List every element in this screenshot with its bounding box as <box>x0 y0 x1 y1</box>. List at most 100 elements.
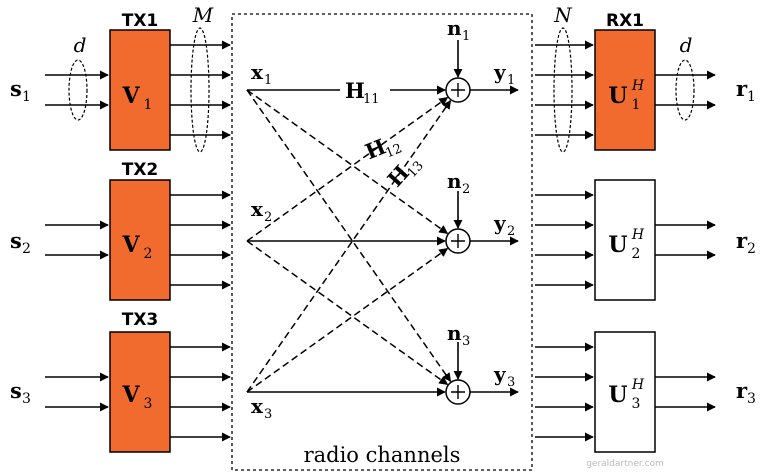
s1-symbol: s <box>10 76 22 101</box>
n3-label: n 3 <box>447 321 470 349</box>
output-r2-label: r 2 <box>736 228 756 257</box>
link-x3-y2 <box>246 247 449 393</box>
rx1-decoder-subscript: 1 <box>632 97 641 113</box>
adder-3-plus-icon <box>451 385 465 399</box>
x3-subscript: 3 <box>264 407 272 422</box>
x1-symbol: x <box>251 60 264 84</box>
rx2-decoder-box <box>594 179 656 301</box>
rx-antenna-bundle-ellipse <box>553 27 573 153</box>
r1-symbol: r <box>736 76 748 101</box>
n2-subscript: 2 <box>462 182 470 197</box>
tx1-precoder-box <box>109 29 171 151</box>
watermark: geraldartner.com <box>586 459 664 469</box>
s2-subscript: 2 <box>22 241 31 257</box>
rx2-decoder-subscript: 2 <box>632 246 641 262</box>
rx-antennas-label: N <box>553 3 573 27</box>
y1-subscript: 1 <box>507 73 515 88</box>
rx1-decoder-symbol: U <box>608 83 627 109</box>
n1-subscript: 1 <box>462 29 470 44</box>
rx3-block: U 3 H <box>594 331 656 453</box>
h11-symbol: H <box>345 78 365 103</box>
rx3-decoder-subscript: 3 <box>632 396 641 412</box>
h11-subscript: 11 <box>363 92 380 107</box>
x2-symbol: x <box>251 197 264 221</box>
link-x1-y2 <box>246 89 449 235</box>
rx2-decoder-symbol: U <box>608 232 627 258</box>
tx3-precoder-symbol: V <box>121 382 140 408</box>
adder-1-plus-icon <box>451 83 465 97</box>
r2-symbol: r <box>736 228 748 253</box>
tx3-precoder-subscript: 3 <box>144 396 153 412</box>
rx3-decoder-superscript: H <box>631 377 645 393</box>
r1-subscript: 1 <box>747 89 756 105</box>
n3-symbol: n <box>447 321 462 345</box>
tx3-block: TX3 V 3 <box>109 310 171 453</box>
rx1-label: RX1 <box>606 11 644 31</box>
x2-label: x 2 <box>251 197 272 225</box>
y1-label: y 1 <box>493 60 515 88</box>
radio-channels-label: radio channels <box>304 443 461 467</box>
tx1-block: TX1 V 1 <box>109 11 171 151</box>
y3-symbol: y <box>493 362 507 386</box>
tx-antenna-bundle-ellipse <box>190 27 210 153</box>
s3-symbol: s <box>10 378 22 403</box>
y1-symbol: y <box>493 60 507 84</box>
link-x2-y1 <box>246 96 449 242</box>
h11-label: H 11 <box>345 78 380 107</box>
x1-label: x 1 <box>251 60 272 88</box>
tx2-precoder-box <box>109 179 171 301</box>
y3-subscript: 3 <box>507 375 515 390</box>
tx3-label: TX3 <box>122 310 159 330</box>
rx1-block: RX1 U 1 H <box>594 11 656 151</box>
signal-wires <box>45 40 716 442</box>
rx1-decoder-box <box>594 29 656 151</box>
rx3-decoder-symbol: U <box>608 382 627 408</box>
rx2-block: U 2 H <box>594 179 656 301</box>
s1-subscript: 1 <box>22 89 31 105</box>
tx-stream-bundle-ellipse <box>68 59 88 121</box>
n2-label: n 2 <box>447 169 470 197</box>
s2-symbol: s <box>10 228 22 253</box>
r3-symbol: r <box>736 378 748 403</box>
tx2-precoder-symbol: V <box>121 232 140 258</box>
link-x1-y3 <box>246 89 452 383</box>
tx2-block: TX2 V 2 <box>109 160 171 301</box>
h12-label: H 12 <box>362 134 405 165</box>
r2-subscript: 2 <box>747 241 756 257</box>
tx1-label: TX1 <box>122 11 159 31</box>
tx1-precoder-symbol: V <box>121 83 140 109</box>
y2-label: y 2 <box>493 211 515 239</box>
input-s3-label: s 3 <box>10 378 31 407</box>
rx-streams-label: d <box>680 33 693 57</box>
y3-label: y 3 <box>493 362 515 390</box>
y2-symbol: y <box>493 211 507 235</box>
tx2-label: TX2 <box>122 160 159 180</box>
input-s2-label: s 2 <box>10 228 31 257</box>
h12-subscript: 12 <box>383 141 404 161</box>
radio-channels-box <box>231 13 533 471</box>
rx3-decoder-box <box>594 331 656 453</box>
tx-streams-label: d <box>74 33 87 57</box>
tx1-precoder-subscript: 1 <box>144 97 153 113</box>
r3-subscript: 3 <box>747 391 756 407</box>
adder-2-plus-icon <box>451 234 465 248</box>
x3-symbol: x <box>251 394 264 418</box>
output-r3-label: r 3 <box>736 378 756 407</box>
x3-label: x 3 <box>251 394 272 422</box>
rx2-decoder-superscript: H <box>631 227 645 243</box>
tx3-precoder-box <box>109 331 171 453</box>
n1-symbol: n <box>447 16 462 40</box>
rx1-decoder-superscript: H <box>631 78 645 94</box>
n3-subscript: 3 <box>462 334 470 349</box>
x1-subscript: 1 <box>264 73 272 88</box>
tx-antennas-label: M <box>192 3 214 27</box>
output-r1-label: r 1 <box>736 76 756 105</box>
s3-subscript: 3 <box>22 391 31 407</box>
n2-symbol: n <box>447 169 462 193</box>
y2-subscript: 2 <box>507 224 515 239</box>
tx2-precoder-subscript: 2 <box>144 246 153 262</box>
x2-subscript: 2 <box>264 210 272 225</box>
link-x2-y3 <box>246 240 449 386</box>
